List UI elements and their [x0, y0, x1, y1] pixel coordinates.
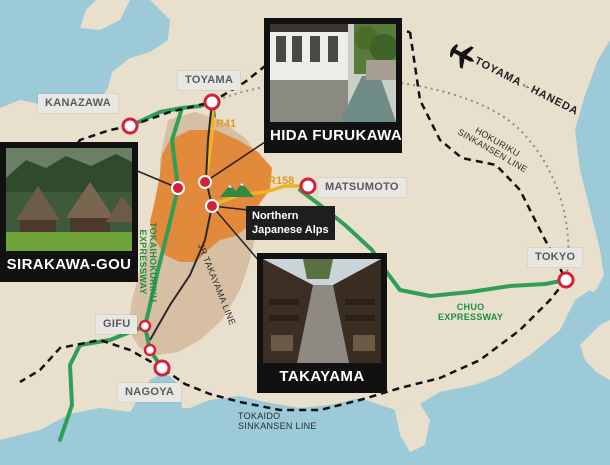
noto-peninsula	[80, 0, 130, 30]
photo-hida-furukawa: HIDA FURUKAWA	[264, 18, 402, 153]
photo-caption-takayama: TAKAYAMA	[279, 368, 365, 385]
alps-label: Northern Japanese Alps	[246, 206, 335, 240]
station-markers	[121, 93, 575, 377]
chuo-expressway-label-1: CHUO	[456, 302, 485, 312]
boso-peninsula	[580, 320, 610, 380]
tokyo-bay	[560, 290, 600, 352]
takayama-image	[263, 259, 381, 363]
mountain-icon	[220, 183, 254, 197]
jr-takayama-line	[149, 101, 214, 341]
tokaihokuriku-expressway-label-1: TOKAIHOKURIKU	[148, 222, 158, 303]
southern-sea	[0, 330, 610, 465]
city-label-kanazawa: KANAZAWA	[38, 94, 118, 113]
photo-takayama: TAKAYAMA	[257, 253, 387, 393]
chuo-expressway-label: CHUO EXPRESSWAY	[438, 302, 503, 322]
airplane-icon	[449, 44, 475, 69]
city-label-matsumoto: MATSUMOTO	[318, 178, 406, 197]
city-label-toyama: TOYAMA	[178, 71, 241, 90]
national-roads	[204, 100, 310, 207]
tokaihokuriku-expressway-label-2: EXPRESSWAY	[138, 229, 148, 295]
marker-gifu-south	[143, 343, 157, 357]
route-label-r158: R158	[268, 175, 295, 187]
marker-sirakawa-gou	[171, 181, 185, 195]
city-label-nagoya: NAGOYA	[118, 383, 182, 402]
route-label-r41: R41	[216, 118, 237, 130]
photo-caption-sirakawa-gou: SIRAKAWA-GOU	[6, 256, 132, 273]
photo-caption-hida-furukawa: HIDA FURUKAWA	[270, 127, 403, 144]
marker-tokyo	[557, 271, 575, 289]
marker-toyama	[203, 93, 221, 111]
marker-nagoya	[153, 359, 171, 377]
city-label-gifu: GIFU	[96, 315, 138, 334]
city-label-tokyo: TOKYO	[528, 248, 583, 267]
alps-label-line2: Japanese Alps	[252, 224, 329, 236]
photo-sirakawa-gou: SIRAKAWA-GOU	[0, 142, 138, 282]
hida-furukawa-image	[270, 24, 396, 122]
tokaido-line-label-2: SINKANSEN LINE	[238, 421, 317, 431]
toyama-bay	[0, 0, 170, 108]
tokaihokuriku-expressway-label: TOKAIHOKURIKU EXPRESSWAY	[138, 222, 158, 302]
hida-region	[150, 130, 272, 262]
marker-takayama	[205, 199, 219, 213]
sirakawa-gou-image	[6, 148, 132, 251]
chuo-expressway-label-2: EXPRESSWAY	[438, 312, 504, 322]
izu-peninsula	[395, 404, 430, 452]
tokaido-line-label: TOKAIDO SINKANSEN LINE	[238, 411, 317, 431]
alps-label-line1: Northern	[252, 210, 299, 222]
tokaido-line-label-1: TOKAIDO	[238, 411, 281, 421]
marker-gifu	[138, 319, 152, 333]
marker-kanazawa	[121, 117, 139, 135]
marker-hida-furukawa	[198, 175, 212, 189]
marker-matsumoto	[299, 177, 317, 195]
